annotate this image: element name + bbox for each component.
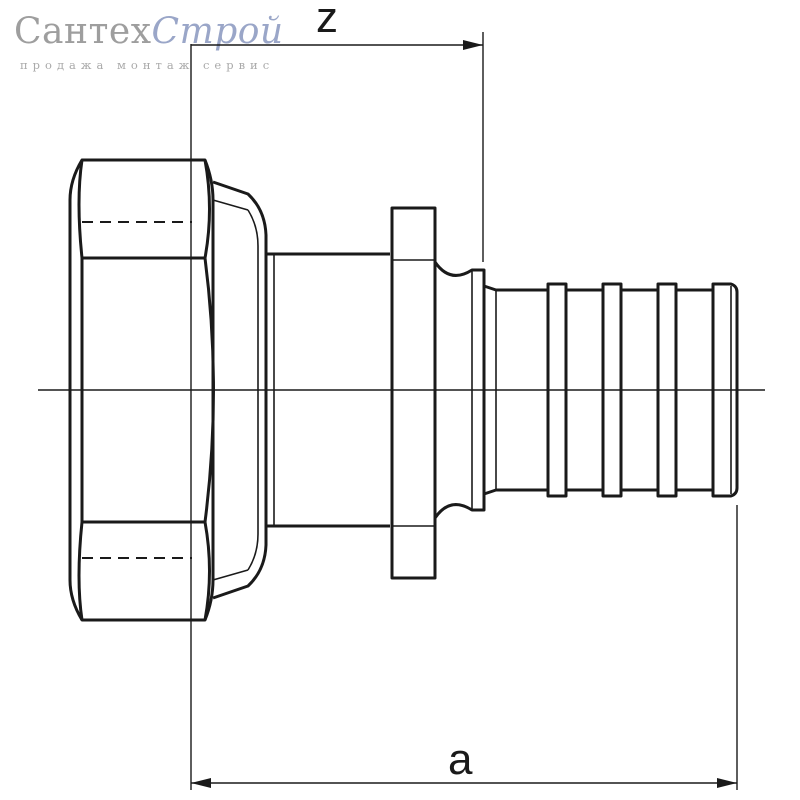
collar-groove — [433, 261, 486, 519]
barbed-insert — [483, 282, 739, 498]
brand-name-part2: Строй — [151, 11, 284, 52]
fitting-body — [266, 252, 390, 528]
nut-collar — [212, 180, 268, 600]
brand-name-part1: Сантех — [14, 11, 152, 52]
dimension-a — [191, 505, 738, 790]
brand-logo: СантехСтрой — [14, 14, 284, 50]
brand-tagline: продажа монтаж сервис — [20, 58, 275, 72]
dimension-z-label: z — [316, 0, 338, 42]
hex-nut — [68, 158, 215, 622]
dimension-a-label: a — [448, 735, 473, 784]
dimension-z — [190, 32, 484, 790]
flange — [390, 206, 437, 580]
